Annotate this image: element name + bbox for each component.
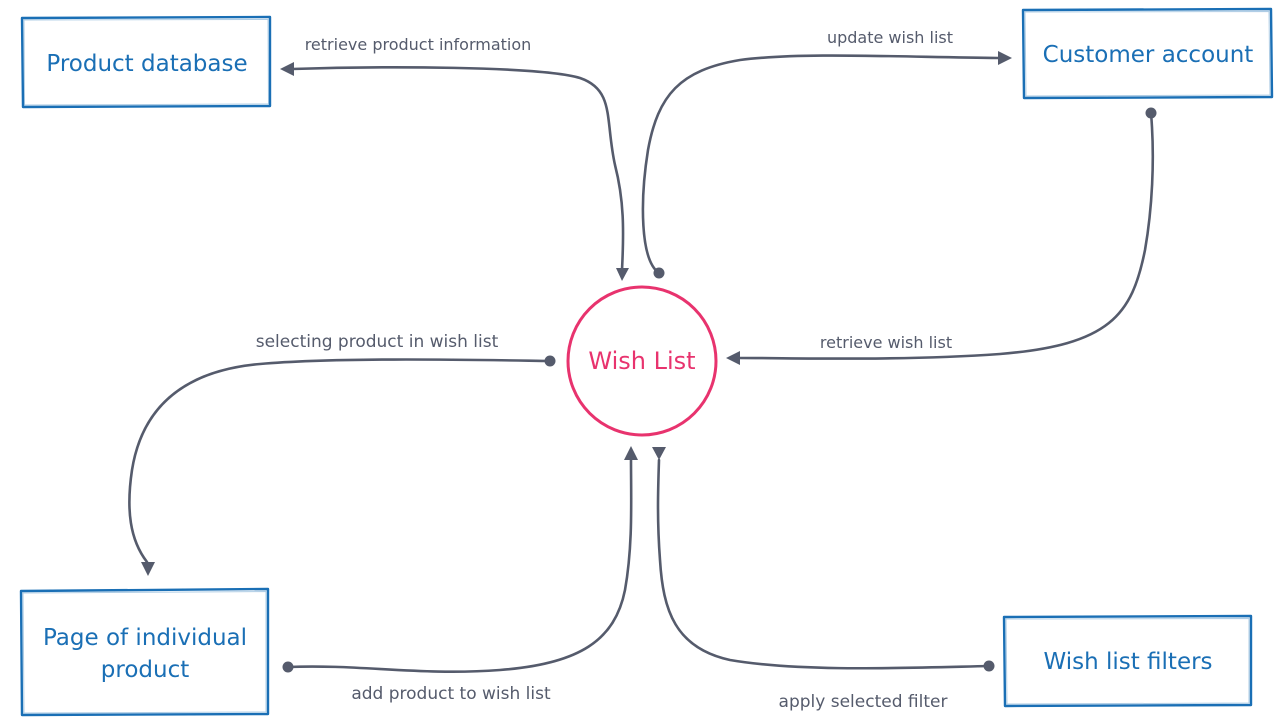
process-wish-list: Wish List xyxy=(566,285,718,437)
arrowhead-icon xyxy=(616,268,629,281)
entity-page-of-individual-product: Page of individual product xyxy=(19,587,270,717)
entity-label-product-database: Product database xyxy=(46,51,247,77)
arrowhead-icon xyxy=(726,351,740,365)
process-label: Wish List xyxy=(588,347,695,375)
arrowhead-icon xyxy=(998,51,1012,65)
flow-label-retrieve-product-information: retrieve product information xyxy=(305,35,532,54)
flow-label-selecting-product: selecting product in wish list xyxy=(256,332,499,352)
arrowhead-icon xyxy=(652,447,666,460)
flow-retrieve-wish-list: retrieve wish list xyxy=(726,107,1157,365)
arrowhead-icon xyxy=(280,62,294,76)
flow-add-product: add product to wish list xyxy=(282,446,638,704)
entity-label-page-line-1: Page of individual xyxy=(43,625,247,651)
entity-label-wish-list-filters: Wish list filters xyxy=(1043,649,1212,675)
flow-retrieve-product-information: retrieve product information xyxy=(280,35,629,281)
flow-update-wish-list: update wish list xyxy=(641,28,1012,279)
entity-wish-list-filters: Wish list filters xyxy=(1002,614,1253,708)
entity-customer-account: Customer account xyxy=(1021,7,1274,100)
arrowhead-icon xyxy=(624,446,638,460)
flow-label-retrieve-wish-list: retrieve wish list xyxy=(820,333,952,352)
entity-product-database: Product database xyxy=(20,15,272,109)
arrowhead-icon xyxy=(141,562,155,576)
flow-label-update-wish-list: update wish list xyxy=(827,28,953,47)
entity-label-customer-account: Customer account xyxy=(1043,42,1254,68)
flow-selecting-product: selecting product in wish list xyxy=(128,332,556,576)
flow-label-apply-filter: apply selected filter xyxy=(779,692,948,712)
flow-apply-filter: apply selected filter xyxy=(652,447,995,712)
entity-label-page-line-2: product xyxy=(101,657,189,683)
flow-label-add-product: add product to wish list xyxy=(351,684,551,704)
